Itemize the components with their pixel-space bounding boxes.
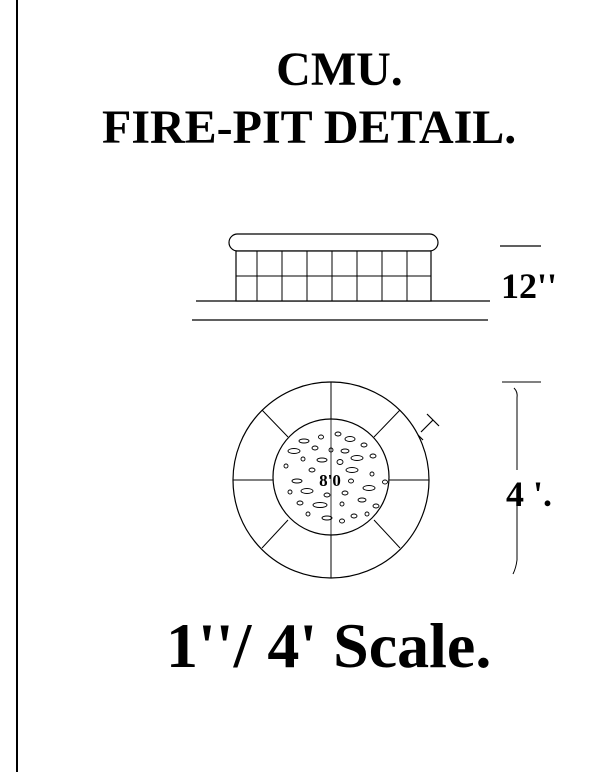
elevation-view <box>192 233 541 321</box>
cap-course <box>228 233 439 252</box>
gas-valve-icon <box>417 413 440 441</box>
title-line-2: FIRE-PIT DETAIL. <box>102 101 517 154</box>
block-grid <box>236 251 431 301</box>
title-line-1: CMU. <box>276 43 403 96</box>
scale-note: 1''/ 4' Scale. <box>166 610 492 681</box>
width-dimension <box>502 381 541 575</box>
width-dimension-label: 4 '. <box>506 474 553 514</box>
lava-rock-fill <box>283 431 388 524</box>
sheet-border-line <box>16 0 18 772</box>
height-dimension-label: 12'' <box>501 266 558 306</box>
plan-view <box>232 381 541 579</box>
center-dimension-label: 8'0 <box>319 471 341 490</box>
